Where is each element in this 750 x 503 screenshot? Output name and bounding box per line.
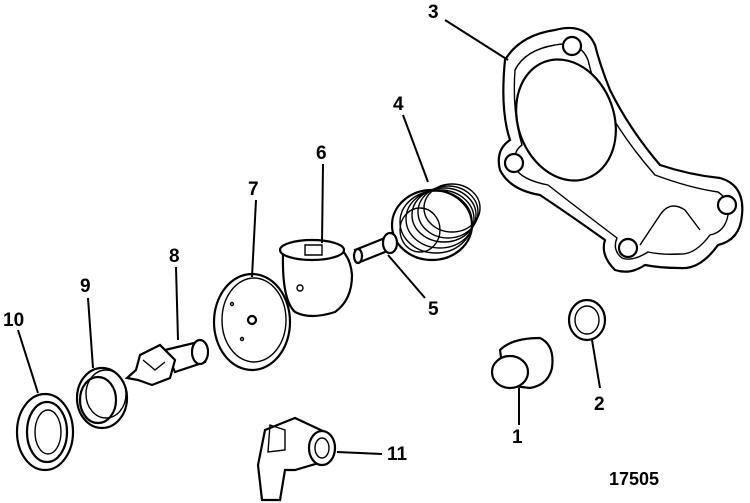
callout-4: 4 xyxy=(393,94,404,115)
callout-3: 3 xyxy=(428,2,439,23)
leader-7 xyxy=(251,199,257,278)
callout-2: 2 xyxy=(594,394,605,415)
part-6-cup xyxy=(278,238,354,318)
callout-8: 8 xyxy=(169,246,180,267)
leader-6 xyxy=(321,163,324,244)
leader-lines xyxy=(17,19,601,455)
leader-8 xyxy=(175,266,179,341)
leader-10 xyxy=(17,329,39,394)
callout-10: 10 xyxy=(3,310,24,331)
part-3-gasket xyxy=(497,26,744,273)
part-11-elbow-fitting xyxy=(256,416,337,502)
leader-4 xyxy=(402,114,429,183)
part-5-pin xyxy=(352,231,399,265)
leader-5 xyxy=(387,254,426,299)
part-7-disc xyxy=(212,272,292,372)
part-4-spring xyxy=(390,183,481,262)
leader-3 xyxy=(444,19,509,61)
callout-6: 6 xyxy=(316,143,327,164)
callout-1: 1 xyxy=(512,427,523,448)
callout-7: 7 xyxy=(248,179,259,200)
callout-11: 11 xyxy=(387,444,408,465)
figure-number: 17505 xyxy=(609,469,659,489)
callout-5: 5 xyxy=(428,299,439,320)
part-8-impeller-shaft xyxy=(124,338,210,387)
callout-9: 9 xyxy=(80,276,91,297)
part-9-bushing xyxy=(75,366,129,430)
part-10-seal xyxy=(15,392,75,472)
part-1-plug xyxy=(490,336,554,390)
callout-labels: 1 2 3 4 5 6 7 8 9 10 11 xyxy=(3,2,605,465)
part-2-oring xyxy=(567,298,607,342)
leader-2 xyxy=(591,339,601,389)
leader-9 xyxy=(87,297,94,369)
leader-11 xyxy=(336,451,383,455)
